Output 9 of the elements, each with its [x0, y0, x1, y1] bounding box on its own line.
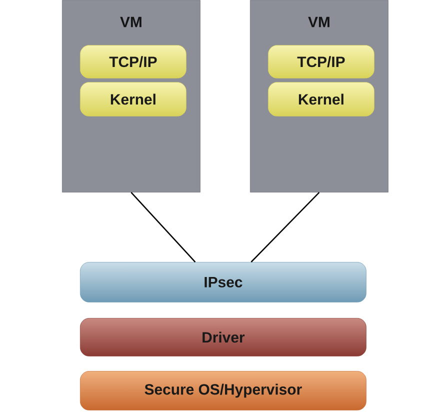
- layer-bar: Driver: [80, 318, 366, 356]
- layer-bar: IPsec: [80, 262, 366, 302]
- connector-line: [130, 192, 196, 262]
- layer-bar: TCP/IP: [268, 45, 374, 78]
- layer-bar: Kernel: [268, 82, 374, 116]
- layer-bar: Secure OS/Hypervisor: [80, 371, 366, 410]
- layer-bar: Kernel: [80, 82, 186, 116]
- connector-line: [250, 192, 320, 262]
- layer-bar: TCP/IP: [80, 45, 186, 78]
